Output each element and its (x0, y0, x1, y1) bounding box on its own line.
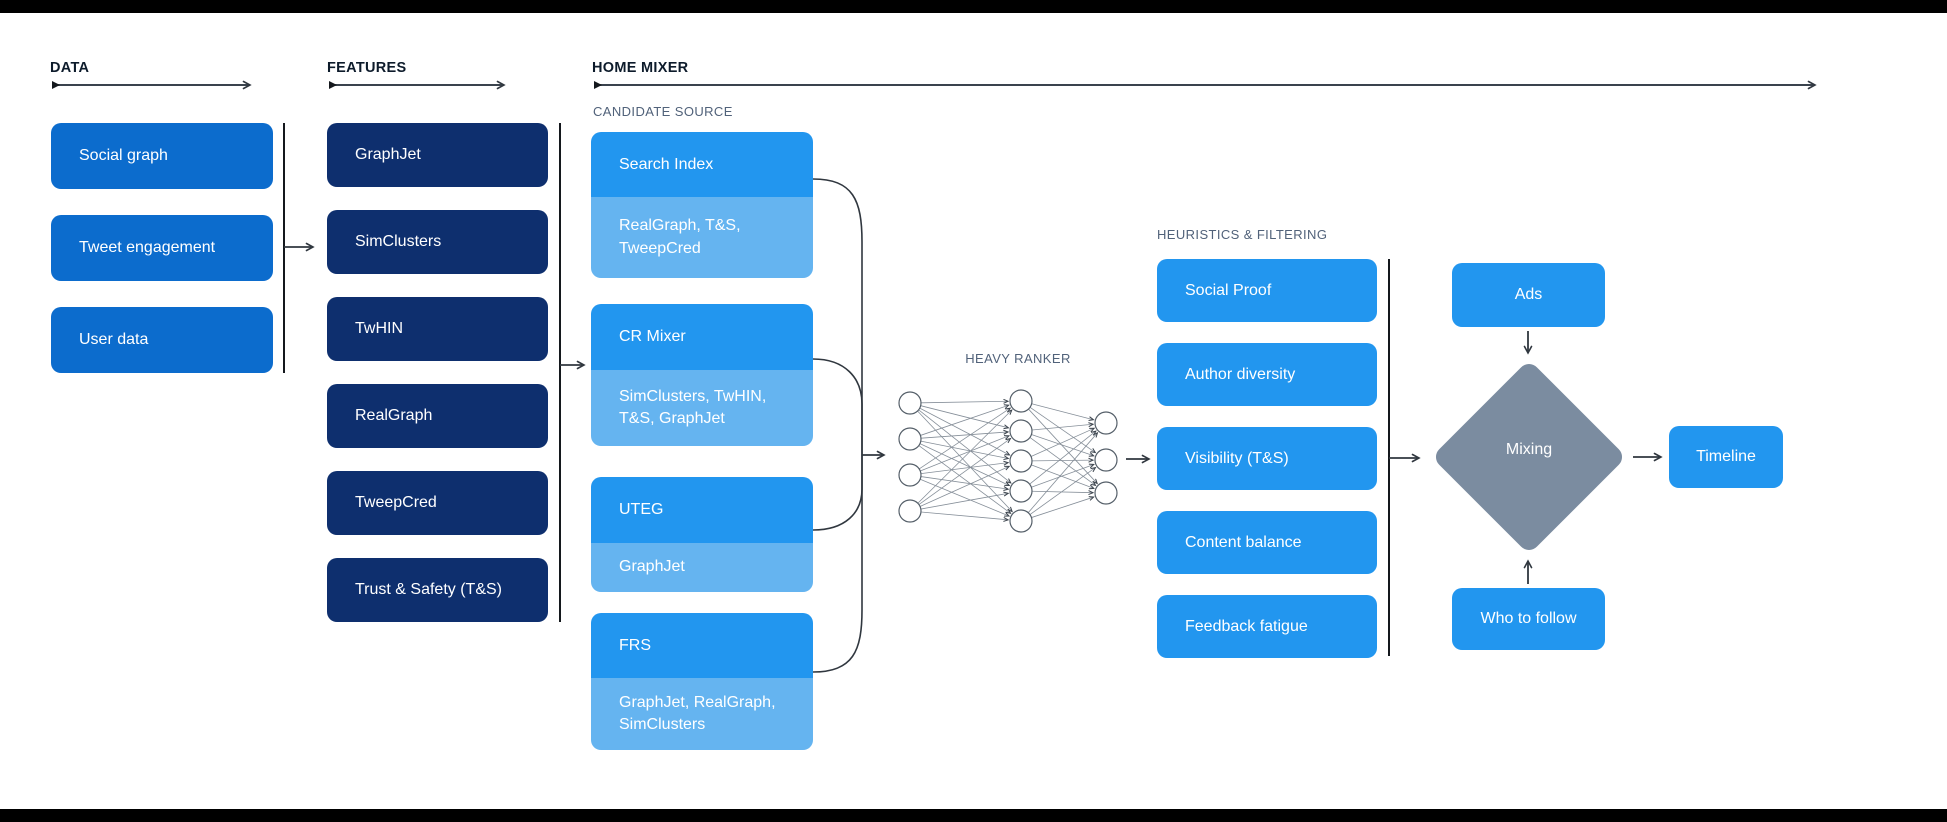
box-realgraph: RealGraph (327, 384, 548, 448)
candidate-title: CR Mixer (591, 304, 813, 370)
candidate-title: UTEG (591, 477, 813, 543)
box-author-diversity: Author diversity (1157, 343, 1377, 406)
box-user-data: User data (51, 307, 273, 373)
box-simclusters: SimClusters (327, 210, 548, 274)
candidate-group-search-index: Search Index RealGraph, T&S, TweepCred (591, 132, 813, 278)
box-social-proof: Social Proof (1157, 259, 1377, 322)
neural-network-graphic (898, 389, 1118, 533)
box-twhin: TwHIN (327, 297, 548, 361)
box-feedback-fatigue: Feedback fatigue (1157, 595, 1377, 658)
box-tweet-engagement: Tweet engagement (51, 215, 273, 281)
bottom-frame-bar (0, 809, 1947, 822)
box-visibility-ts: Visibility (T&S) (1157, 427, 1377, 490)
box-who-to-follow: Who to follow (1452, 588, 1605, 650)
box-tweepcred: TweepCred (327, 471, 548, 535)
candidate-title: FRS (591, 613, 813, 678)
candidate-group-uteg: UTEG GraphJet (591, 477, 813, 592)
label-candidate-source: CANDIDATE SOURCE (593, 104, 733, 119)
box-content-balance: Content balance (1157, 511, 1377, 574)
mixing-diamond-label: Mixing (1505, 441, 1553, 458)
label-heuristics-filtering: HEURISTICS & FILTERING (1157, 227, 1328, 242)
box-social-graph: Social graph (51, 123, 273, 189)
candidate-merge-connectors (812, 178, 863, 673)
mixing-diamond (1435, 363, 1623, 551)
box-ads: Ads (1452, 263, 1605, 327)
header-data: DATA (50, 60, 90, 76)
header-home-mixer: HOME MIXER (592, 60, 689, 76)
candidate-sources: GraphJet, RealGraph, SimClusters (591, 678, 813, 750)
candidate-group-cr-mixer: CR Mixer SimClusters, TwHIN, T&S, GraphJ… (591, 304, 813, 446)
candidate-sources: SimClusters, TwHIN, T&S, GraphJet (591, 370, 813, 446)
candidate-sources: GraphJet (591, 543, 813, 592)
candidate-group-frs: FRS GraphJet, RealGraph, SimClusters (591, 613, 813, 750)
label-heavy-ranker: HEAVY RANKER (965, 351, 1071, 366)
top-frame-bar (0, 0, 1947, 13)
box-graphjet: GraphJet (327, 123, 548, 187)
candidate-sources: RealGraph, T&S, TweepCred (591, 197, 813, 278)
box-timeline: Timeline (1669, 426, 1783, 488)
candidate-title: Search Index (591, 132, 813, 197)
header-features: FEATURES (327, 60, 407, 76)
flow-arrows (284, 242, 1663, 584)
box-trust-safety: Trust & Safety (T&S) (327, 558, 548, 622)
